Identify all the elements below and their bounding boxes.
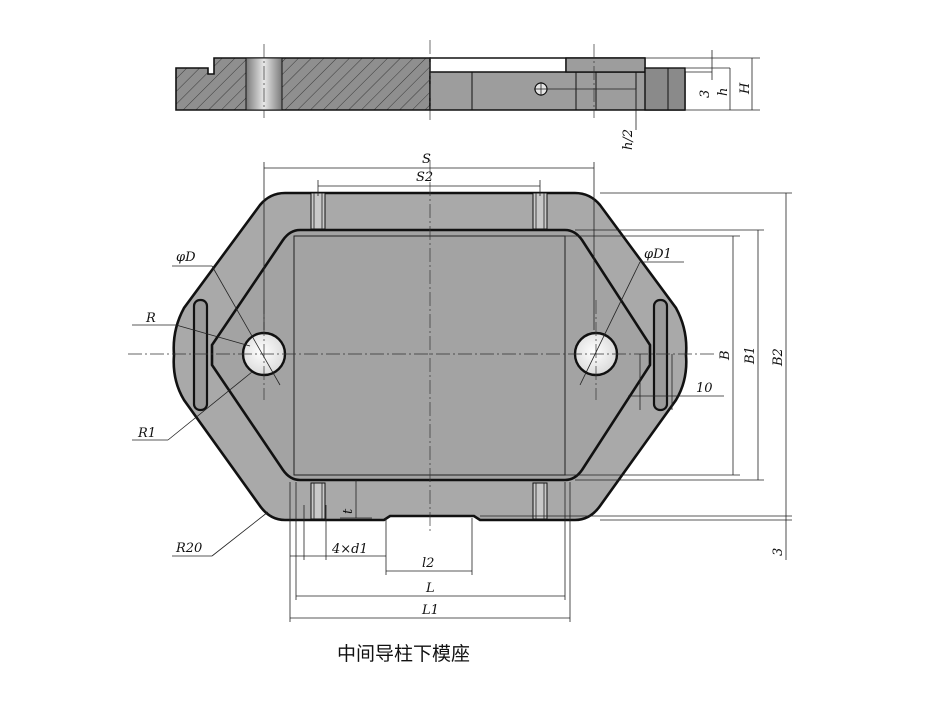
section-top-step [565, 57, 646, 73]
dim-L1: L1 [421, 603, 439, 618]
section-view: 3 h H h/2 [175, 40, 760, 150]
dim-three-side: 3 [771, 548, 786, 556]
dim-ten: 10 [696, 381, 713, 396]
dim-B2: B2 [771, 348, 786, 367]
dim-R: R [145, 311, 156, 326]
thread-hole-top-right [532, 192, 548, 230]
section-hatched-body [175, 57, 431, 111]
right-slot [652, 298, 669, 412]
dim-t: t [341, 508, 356, 514]
dim-S: S [422, 152, 431, 167]
section-right-lug [644, 67, 686, 111]
left-slot [192, 298, 209, 412]
dim-h: h [716, 88, 731, 96]
inner-rectangle [293, 235, 566, 476]
dim-4xd1: 4×d1 [331, 542, 368, 557]
drawing-caption: 中间导柱下模座 [337, 643, 470, 665]
thread-hole-bottom-left [310, 482, 326, 520]
dim-B1: B1 [743, 346, 758, 365]
thread-hole-bottom-right [532, 482, 548, 520]
dim-l2: l2 [422, 556, 434, 571]
dim-R1: R1 [137, 426, 156, 441]
dim-R20: R20 [175, 541, 202, 556]
dim-B: B [718, 350, 733, 361]
dim-phiD: φD [176, 250, 196, 265]
dim-H: H [738, 82, 753, 95]
thread-hole-top-left [310, 192, 326, 230]
plan-view: S S2 φD φD1 R R1 R20 10 [128, 152, 792, 622]
dim-phiD1: φD1 [644, 247, 672, 262]
dim-h-half: h/2 [621, 129, 636, 150]
dim-three-top: 3 [698, 90, 713, 98]
dim-S2: S2 [416, 170, 433, 185]
dim-L: L [425, 581, 435, 596]
